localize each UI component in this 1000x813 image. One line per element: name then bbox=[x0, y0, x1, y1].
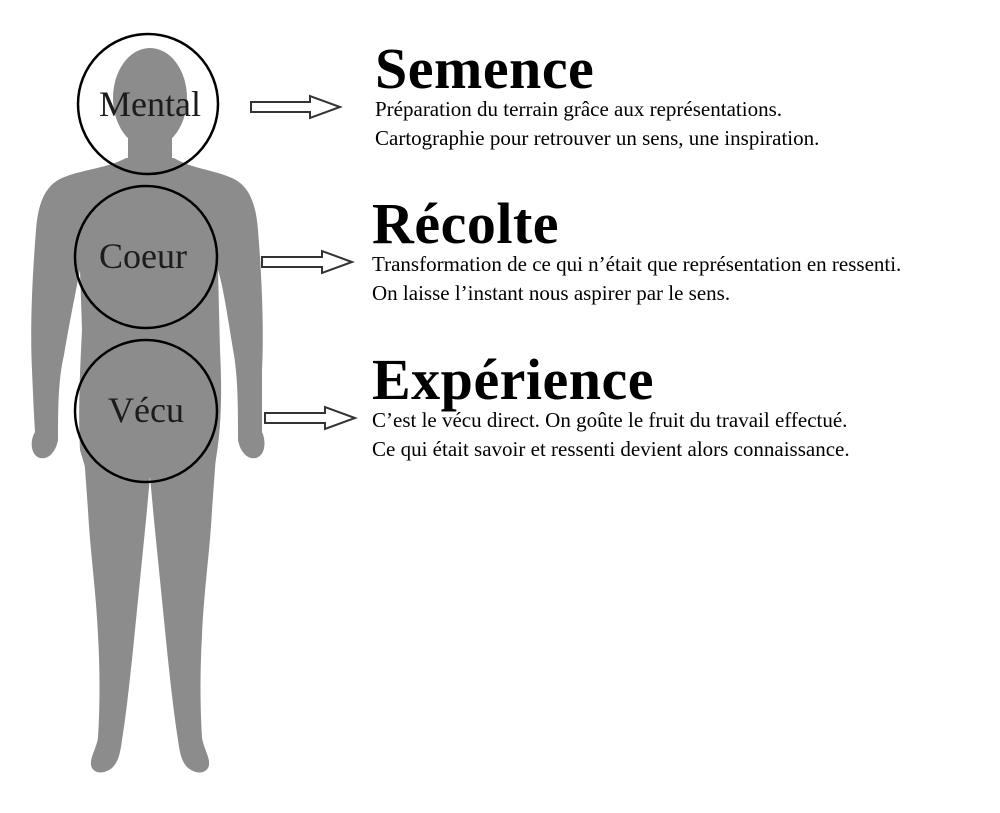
silhouette-right-leg bbox=[148, 455, 216, 773]
silhouette-head bbox=[113, 48, 187, 148]
section-experience: Expérience C’est le vécu direct. On goût… bbox=[372, 347, 850, 464]
section-recolte: Récolte Transformation de ce qui n’était… bbox=[372, 191, 902, 308]
center-mental: Mental bbox=[76, 32, 220, 176]
section-line: Préparation du terrain grâce aux représe… bbox=[375, 97, 782, 121]
center-coeur: Coeur bbox=[73, 184, 219, 330]
arrow-right-icon bbox=[261, 249, 355, 275]
section-line: Cartographie pour retrouver un sens, une… bbox=[375, 126, 820, 150]
silhouette-left-leg bbox=[84, 455, 152, 773]
center-label-coeur: Coeur bbox=[99, 236, 187, 276]
section-line: Ce qui était savoir et ressenti devient … bbox=[372, 437, 850, 461]
center-label-vecu: Vécu bbox=[108, 390, 184, 430]
arrow-right-icon bbox=[264, 405, 358, 431]
section-title: Expérience bbox=[372, 347, 655, 412]
center-circle-vecu bbox=[73, 338, 219, 484]
section-line: On laisse l’instant nous aspirer par le … bbox=[372, 281, 731, 305]
section-title: Récolte bbox=[372, 191, 560, 256]
section-line: Transformation de ce qui n’était que rep… bbox=[372, 252, 902, 276]
arrow-right-icon bbox=[250, 94, 343, 120]
section-line: C’est le vécu direct. On goûte le fruit … bbox=[372, 408, 848, 432]
section-title: Semence bbox=[375, 36, 595, 101]
center-vecu: Vécu bbox=[73, 338, 219, 484]
section-semence: Semence Préparation du terrain grâce aux… bbox=[375, 36, 820, 153]
center-label-mental: Mental bbox=[99, 84, 201, 124]
center-circle-coeur bbox=[73, 184, 219, 330]
center-circle-mental bbox=[76, 32, 220, 176]
